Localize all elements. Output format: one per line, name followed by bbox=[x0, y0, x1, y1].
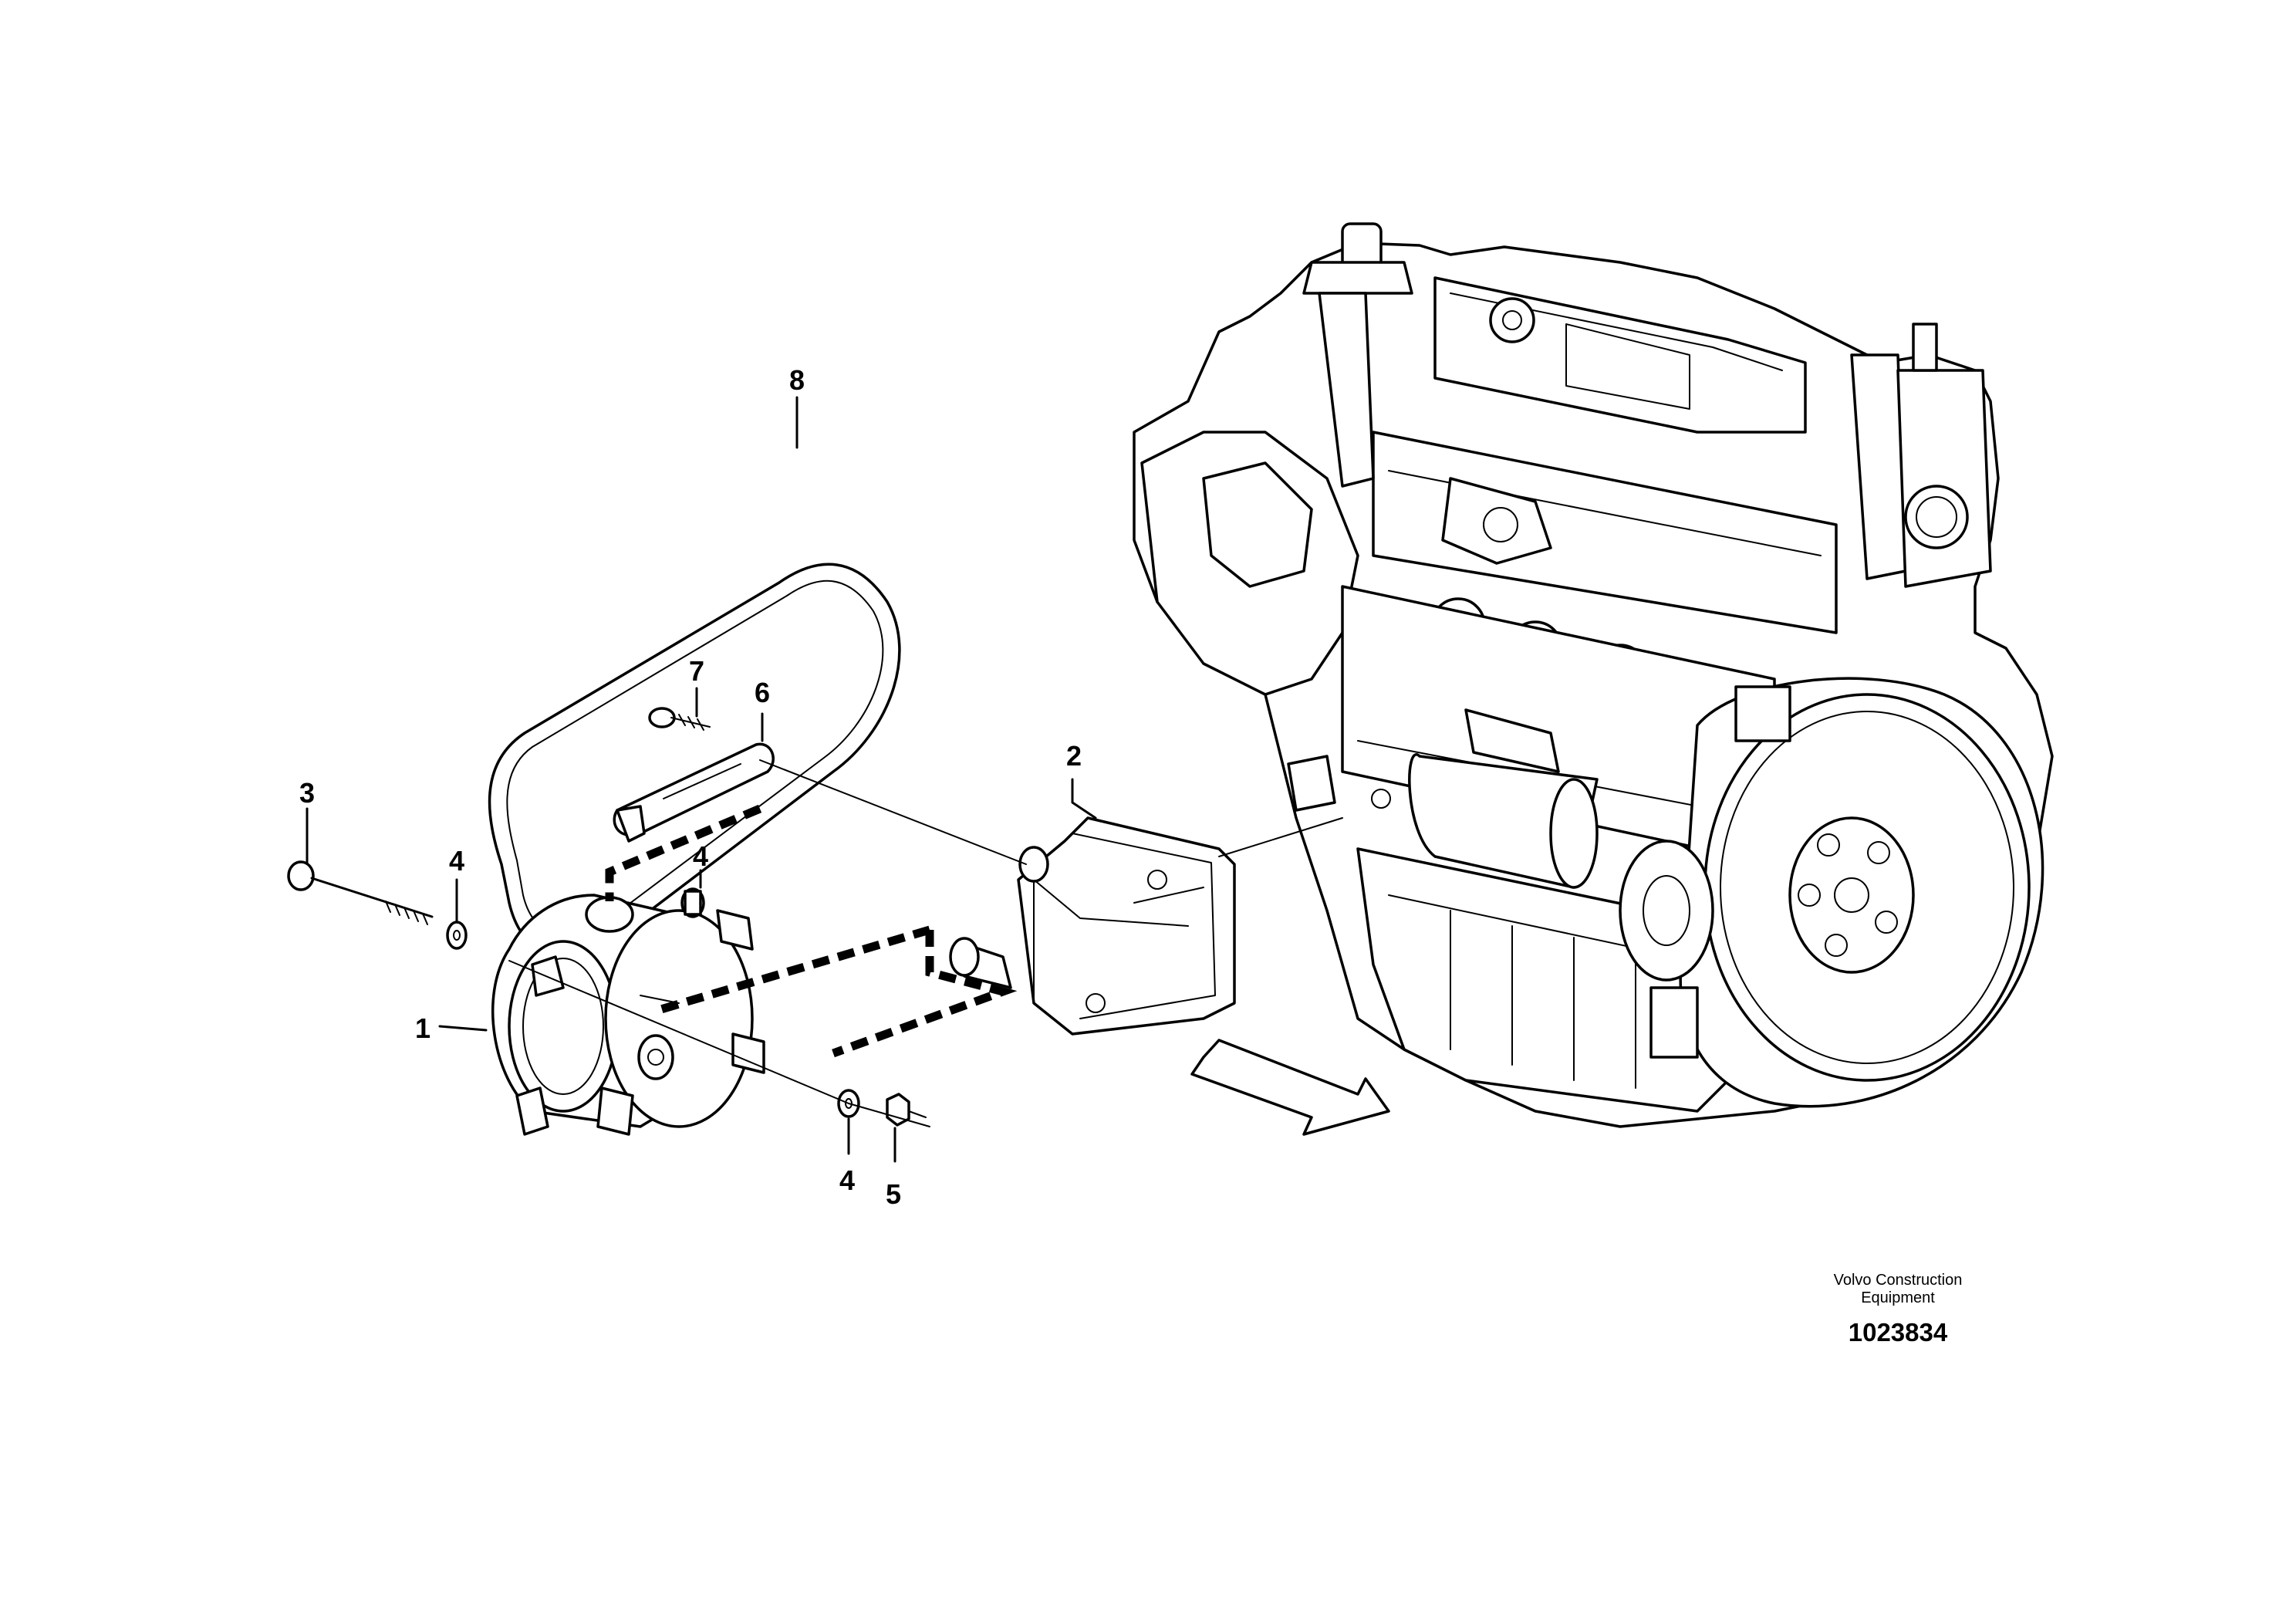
callout-8: 8 bbox=[789, 364, 805, 396]
callout-numbers: 1 2 3 4 4 4 5 6 7 8 bbox=[299, 364, 1082, 1210]
footer-block: Volvo Construction Equipment 1023834 bbox=[1798, 1272, 1998, 1347]
callout-3: 3 bbox=[299, 777, 315, 809]
adjuster-bolt bbox=[648, 707, 711, 731]
callout-4-left: 4 bbox=[449, 845, 464, 877]
washer-top bbox=[680, 887, 705, 918]
direction-arrow bbox=[1190, 1039, 1390, 1136]
callout-4-top: 4 bbox=[693, 840, 708, 872]
document-number: 1023834 bbox=[1848, 1318, 1948, 1347]
ac-compressor bbox=[491, 894, 765, 1136]
long-bolt bbox=[287, 860, 434, 925]
washer-left bbox=[446, 921, 468, 950]
mounting-bracket bbox=[949, 816, 1236, 1036]
nut bbox=[886, 1093, 927, 1127]
engine-block bbox=[1133, 222, 2054, 1128]
company-name-line2: Equipment bbox=[1861, 1289, 1935, 1306]
callout-4-bottom: 4 bbox=[839, 1164, 855, 1196]
callout-6: 6 bbox=[755, 677, 770, 708]
callout-5: 5 bbox=[886, 1178, 901, 1210]
callout-1: 1 bbox=[415, 1012, 430, 1044]
company-name-line1: Volvo Construction bbox=[1833, 1272, 1963, 1289]
callout-leaders bbox=[306, 396, 1097, 1163]
adjuster-strap bbox=[613, 742, 775, 843]
assembly-lines bbox=[508, 759, 1343, 1127]
callout-2: 2 bbox=[1066, 740, 1082, 772]
callout-7: 7 bbox=[689, 655, 704, 687]
